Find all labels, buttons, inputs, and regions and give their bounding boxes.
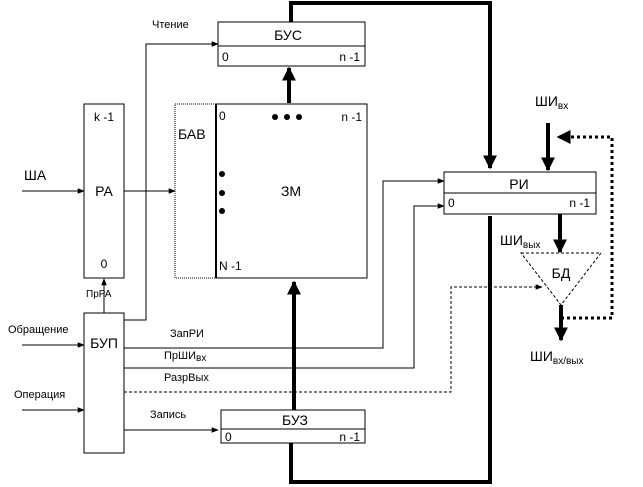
bus-name: БУС [274,27,302,43]
bup-block: БУП [83,312,125,454]
shi-out-label: ШИвых [500,232,540,251]
zm-block: БАВ ЗМ 0 n -1 N -1 [174,103,368,279]
bav-name: БАВ [178,126,206,142]
shi-in-label: ШИвх [535,93,568,112]
prra-label: ПрРА [86,289,112,300]
zm-name: ЗМ [281,183,301,199]
read-label: Чтение [152,19,189,31]
ri-name: РИ [509,176,528,192]
operation-label: Операция [14,389,65,401]
bidirectional-bus-loop [556,130,614,320]
ra-name: РА [95,183,113,199]
row-ellipsis [219,171,225,214]
bus-high-index: n -1 [339,50,360,64]
razrvyh-label: РазрВых [164,372,209,384]
buz-name: БУЗ [282,412,308,428]
ra-block: k -1 РА 0 [83,103,125,279]
data-bus-ri-to-buz [289,216,492,484]
ri-low-index: 0 [448,196,455,210]
razrvyh-signal-line [124,284,543,393]
ri-high-index: n -1 [569,196,590,210]
bus-low-index: 0 [222,50,229,64]
zapri-label: ЗапРИ [170,328,204,340]
bd-buffer: БД [519,252,603,306]
bus-block: БУС 0 n -1 [217,21,366,67]
ra-bottom-index: 0 [101,257,108,271]
zm-bottom-index: N -1 [219,259,242,273]
bd-name: БД [552,265,571,281]
prshi-label: ПрШИвх [164,350,206,364]
buz-block: БУЗ 0 n -1 [220,409,366,444]
buz-low-index: 0 [225,430,232,444]
shi-inout-label: ШИвх/вых [530,348,584,367]
column-ellipsis [272,114,302,120]
bup-name: БУП [90,335,118,351]
write-label: Запись [150,409,186,421]
prshi-signal-line [124,203,445,369]
zapri-signal-line [124,178,445,349]
read-signal-line [124,41,219,321]
sha-label: ША [24,167,47,183]
zm-top-low-index: 0 [219,109,226,123]
zm-top-high-index: n -1 [341,110,362,124]
ra-top-index: k -1 [94,110,114,124]
access-label: Обращение [8,324,68,336]
buz-high-index: n -1 [339,430,360,444]
ri-block: РИ 0 n -1 [443,171,597,215]
